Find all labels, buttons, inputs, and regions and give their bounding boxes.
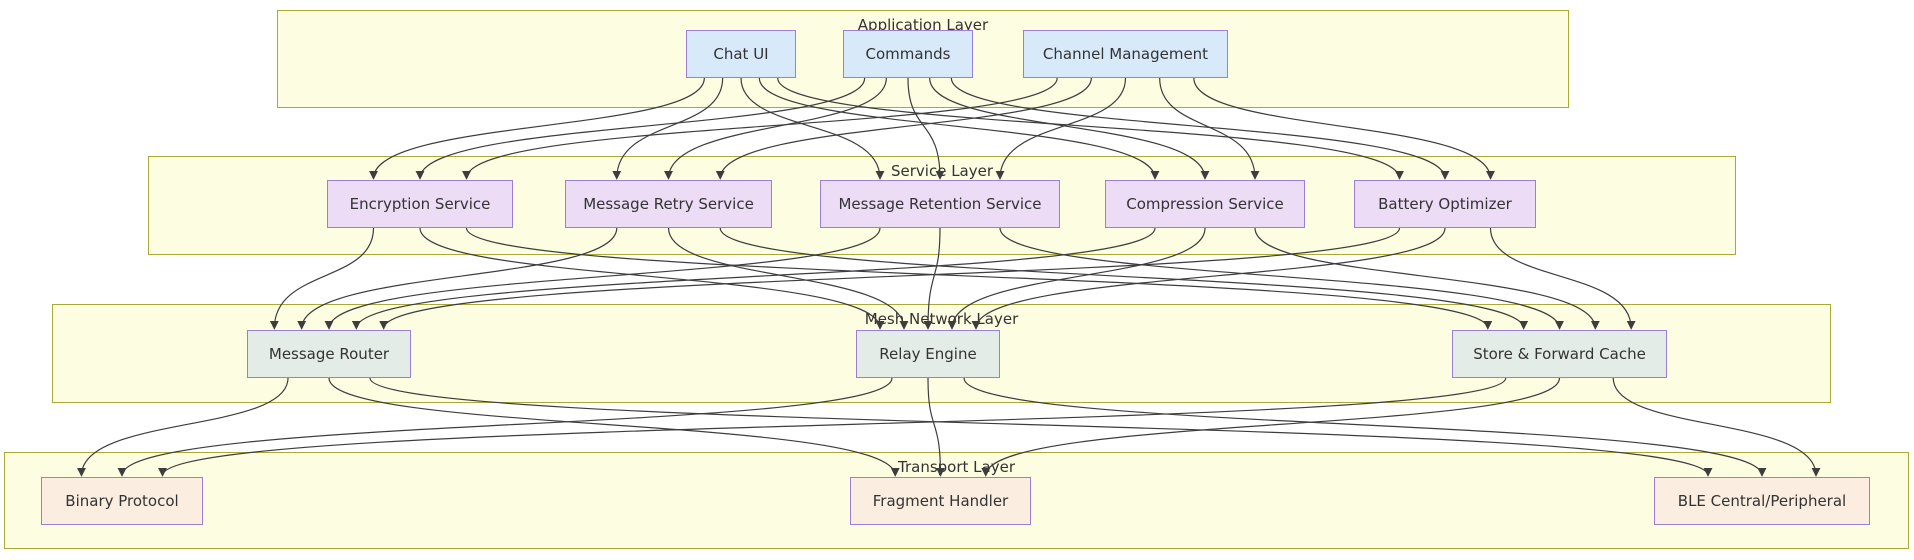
node-compression-service: Compression Service (1105, 180, 1305, 228)
node-ble-central-peripheral: BLE Central/Peripheral (1654, 477, 1870, 525)
layer-mesh-network-label: Mesh Network Layer (864, 310, 1019, 328)
layer-application-label: Application Layer (857, 16, 989, 34)
node-chat-ui: Chat UI (686, 30, 796, 78)
node-battery-optimizer: Battery Optimizer (1354, 180, 1536, 228)
node-binary-protocol: Binary Protocol (41, 477, 203, 525)
node-relay-engine: Relay Engine (856, 330, 1000, 378)
node-store-forward-cache: Store & Forward Cache (1452, 330, 1667, 378)
node-message-retry-service: Message Retry Service (565, 180, 772, 228)
node-fragment-handler: Fragment Handler (850, 477, 1031, 525)
node-encryption-service: Encryption Service (327, 180, 513, 228)
layer-service-label: Service Layer (890, 162, 994, 180)
node-commands: Commands (843, 30, 973, 78)
layer-transport-label: Transport Layer (898, 458, 1015, 476)
node-message-retention-service: Message Retention Service (820, 180, 1060, 228)
node-channel-management: Channel Management (1023, 30, 1228, 78)
node-message-router: Message Router (247, 330, 411, 378)
